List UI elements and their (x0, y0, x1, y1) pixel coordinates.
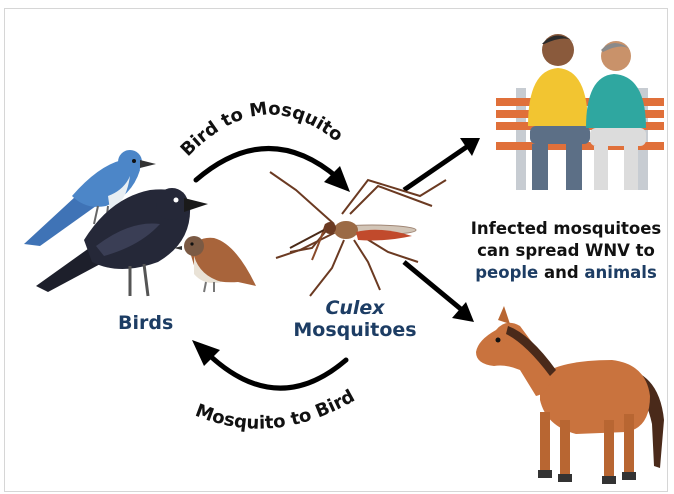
culex-mosquitoes-label: Culex Mosquitoes (280, 297, 430, 341)
infected-line-1: Infected mosquitoes (458, 218, 674, 240)
mosquito-to-bird-label: Mosquito to Bird (193, 386, 359, 434)
people-on-bench-icon (496, 34, 664, 190)
people-text: people (475, 263, 538, 282)
infected-line-3: people and animals (458, 262, 674, 284)
horse-icon (476, 306, 664, 484)
arrow-to-people (404, 146, 468, 190)
culex-genus-text: Culex (280, 297, 430, 319)
infected-mosquitoes-caption: Infected mosquitoes can spread WNV to pe… (458, 218, 674, 284)
mosquito-to-bird-arrow (206, 352, 346, 388)
crow-icon (36, 188, 208, 296)
sparrow-icon (174, 236, 256, 292)
birds-label: Birds (118, 312, 173, 334)
and-text: and (538, 263, 584, 282)
mosquitoes-text: Mosquitoes (293, 319, 416, 341)
bird-to-mosquito-arrow (196, 148, 338, 180)
infected-line-2: can spread WNV to (458, 240, 674, 262)
animals-text: animals (584, 263, 656, 282)
